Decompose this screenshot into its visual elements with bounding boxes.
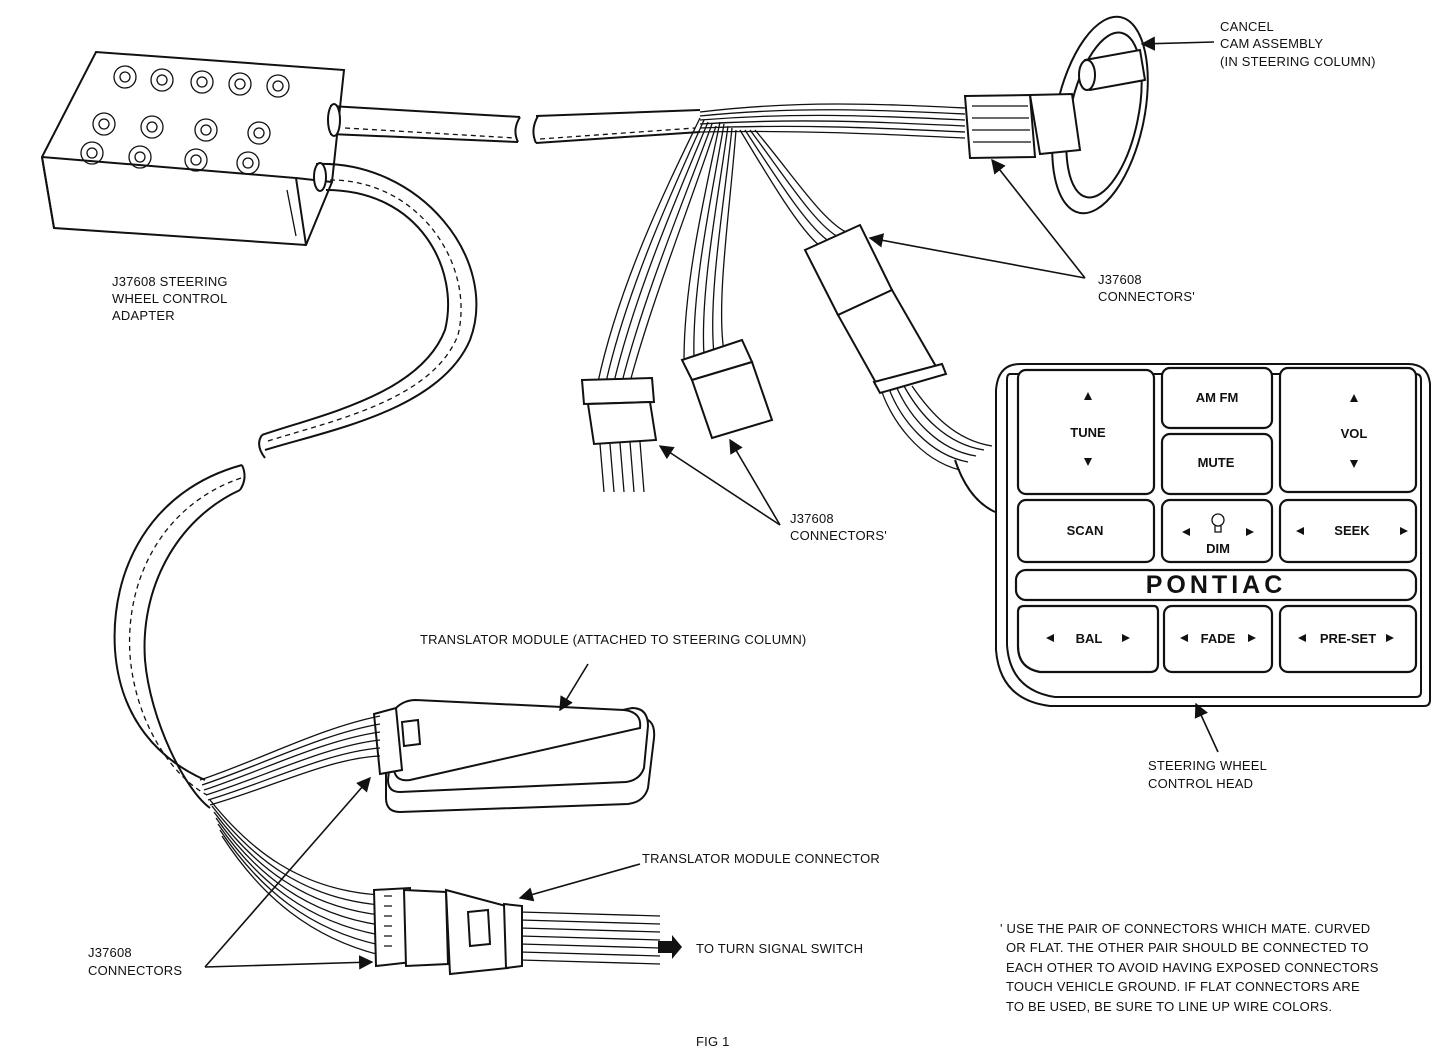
fade-left-arrow-icon <box>1180 634 1188 642</box>
footnote-line-3: EACH OTHER TO AVOID HAVING EXPOSED CONNE… <box>1006 960 1379 975</box>
vol-button[interactable] <box>1278 366 1418 494</box>
seek-button[interactable] <box>1278 498 1418 564</box>
curved-connector-pair <box>580 338 774 493</box>
cancel-cam-label-3: (IN STEERING COLUMN) <box>1220 54 1376 69</box>
preset-right-arrow-icon <box>1386 634 1394 642</box>
seek-right-arrow-icon <box>1400 527 1408 535</box>
mute-button[interactable] <box>1160 432 1274 496</box>
control-head-label-2: CONTROL HEAD <box>1148 776 1253 791</box>
tune-label: TUNE <box>1070 425 1106 440</box>
lower-harness <box>199 715 661 965</box>
mid-connectors-label-2: CONNECTORS' <box>790 528 887 543</box>
cancel-cam-label-1: CANCEL <box>1220 19 1274 34</box>
preset-label: PRE-SET <box>1320 631 1376 646</box>
footnote-line-1: ' USE THE PAIR OF CONNECTORS WHICH MATE.… <box>1000 921 1370 936</box>
lower-connectors-label-2: CONNECTORS <box>88 963 182 978</box>
control-head-label-1: STEERING WHEEL <box>1148 758 1267 773</box>
tune-down-arrow-icon <box>1084 458 1092 466</box>
seek-left-arrow-icon <box>1296 527 1304 535</box>
mute-label: MUTE <box>1198 455 1235 470</box>
translator-module <box>372 698 656 814</box>
bal-label: BAL <box>1076 631 1103 646</box>
footnote-line-5: TO BE USED, BE SURE TO LINE UP WIRE COLO… <box>1006 999 1332 1014</box>
bal-button[interactable] <box>1016 604 1160 674</box>
footnote-line-4: TOUCH VEHICLE GROUND. IF FLAT CONNECTORS… <box>1006 979 1360 994</box>
steering-wheel-control-adapter <box>40 50 346 247</box>
vol-label: VOL <box>1341 426 1368 441</box>
turn-signal-label: TO TURN SIGNAL SWITCH <box>696 941 863 956</box>
coiled-cable <box>113 162 478 809</box>
translator-module-label: TRANSLATOR MODULE (ATTACHED TO STEERING … <box>420 632 806 647</box>
steering-wheel-control-head: TUNE AM FM VOL MUTE SCAN DIM SEEK PONTIA… <box>995 363 1431 707</box>
bal-right-arrow-icon <box>1122 634 1130 642</box>
vol-down-arrow-icon <box>1350 460 1358 468</box>
dim-label: DIM <box>1206 541 1230 556</box>
dim-lamp-icon <box>1182 513 1254 536</box>
flat-connector-pair <box>803 223 948 395</box>
scan-label: SCAN <box>1067 523 1104 538</box>
mid-connectors-label-1: J37608 <box>790 511 834 526</box>
adapter-label-1: J37608 STEERING <box>112 274 228 289</box>
labels: CANCEL CAM ASSEMBLY (IN STEERING COLUMN)… <box>88 19 1379 1049</box>
upper-cable <box>327 103 701 144</box>
brand-logo: PONTIAC <box>1146 571 1287 599</box>
wire-harness <box>597 103 996 513</box>
brand-strip <box>1014 568 1418 602</box>
fade-button[interactable] <box>1162 604 1274 674</box>
translator-connector-label: TRANSLATOR MODULE CONNECTOR <box>642 851 880 866</box>
am-fm-label: AM FM <box>1196 390 1239 405</box>
preset-button[interactable] <box>1278 604 1418 674</box>
upper-connectors-label-2: CONNECTORS' <box>1098 289 1195 304</box>
footnote-line-2: OR FLAT. THE OTHER PAIR SHOULD BE CONNEC… <box>1006 940 1369 955</box>
dim-button[interactable] <box>1160 498 1274 564</box>
cancel-cam-assembly <box>963 15 1149 215</box>
bal-left-arrow-icon <box>1046 634 1054 642</box>
leader-arrows <box>204 36 1219 970</box>
scan-button[interactable] <box>1016 498 1156 564</box>
am-fm-button[interactable] <box>1160 366 1274 430</box>
lower-connectors-label-1: J37608 <box>88 945 132 960</box>
upper-connectors-label-1: J37608 <box>1098 272 1142 287</box>
figure-caption: FIG 1 <box>696 1034 730 1049</box>
fade-right-arrow-icon <box>1248 634 1256 642</box>
tune-up-arrow-icon <box>1084 392 1092 400</box>
adapter-label-2: WHEEL CONTROL <box>112 291 228 306</box>
cancel-cam-label-2: CAM ASSEMBLY <box>1220 36 1323 51</box>
translator-module-connector <box>372 886 523 976</box>
seek-label: SEEK <box>1334 523 1370 538</box>
adapter-label-3: ADAPTER <box>112 308 175 323</box>
fade-label: FADE <box>1201 631 1236 646</box>
vol-up-arrow-icon <box>1350 394 1358 402</box>
direction-arrow-icon <box>658 935 682 959</box>
preset-left-arrow-icon <box>1298 634 1306 642</box>
tune-button[interactable] <box>1016 368 1156 496</box>
